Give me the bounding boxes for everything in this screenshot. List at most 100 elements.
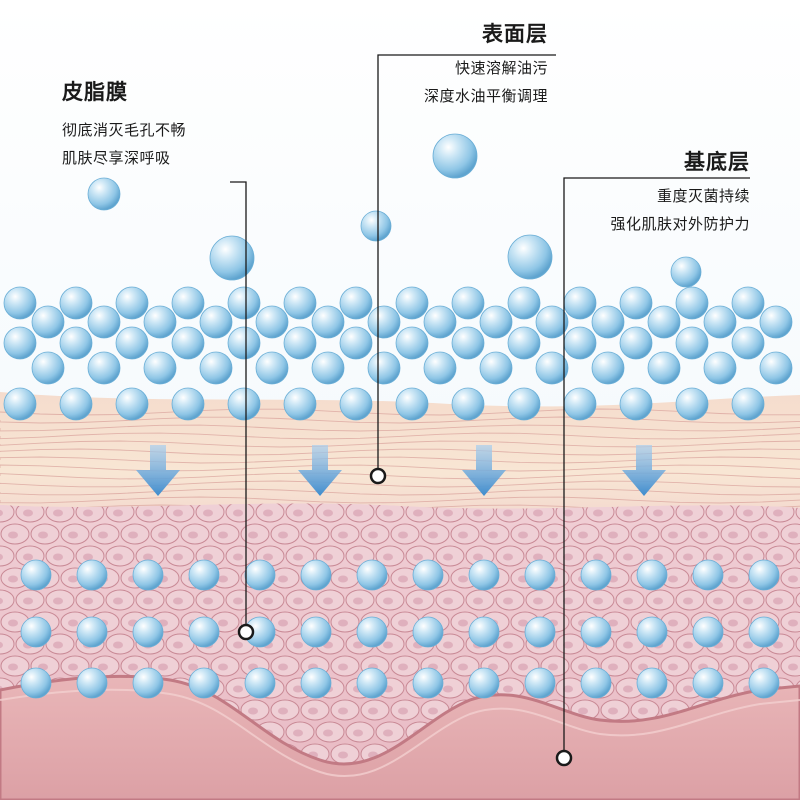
water-bubble-icon [395, 387, 429, 421]
water-bubble-icon [731, 387, 765, 421]
basal-title: 基底层 [684, 150, 750, 174]
water-bubble-icon [692, 559, 724, 591]
water-bubble-icon [675, 286, 709, 320]
cell-nucleus [563, 597, 573, 605]
water-bubble-icon [423, 305, 457, 339]
water-bubble-icon [356, 559, 388, 591]
cell-nucleus [398, 575, 408, 583]
water-bubble-icon [703, 305, 737, 339]
water-bubble-icon [283, 387, 317, 421]
cell-nucleus [533, 553, 543, 561]
cell-nucleus [713, 553, 723, 561]
cell-nucleus [353, 641, 363, 649]
cell-nucleus [653, 509, 663, 517]
water-bubble-icon [432, 133, 478, 179]
water-bubble-icon [199, 305, 233, 339]
water-bubble-icon [244, 559, 276, 591]
cell-nucleus [143, 509, 153, 517]
cell-nucleus [728, 531, 738, 539]
cell-nucleus [443, 641, 453, 649]
water-bubble-icon [535, 351, 569, 385]
cell-nucleus [98, 663, 108, 671]
cell-nucleus [83, 597, 93, 605]
cell-nucleus [323, 553, 333, 561]
water-bubble-icon [227, 326, 261, 360]
sebum-leader-line [230, 181, 247, 632]
water-bubble-icon [244, 667, 276, 699]
water-bubble-icon [619, 326, 653, 360]
water-bubble-icon [367, 305, 401, 339]
water-bubble-icon [748, 616, 780, 648]
surface-texture-line [0, 432, 800, 440]
water-bubble-icon [636, 616, 668, 648]
basal-line-1: 重度灭菌持续 [656, 187, 750, 205]
cell-nucleus [713, 597, 723, 605]
skin-cell [795, 503, 800, 523]
water-bubble-icon [580, 616, 612, 648]
cell-nucleus [0, 641, 3, 649]
cell-nucleus [278, 575, 288, 583]
water-bubble-icon [3, 387, 37, 421]
surface-texture-line [0, 440, 800, 448]
surface-texture-line [0, 496, 800, 504]
cell-nucleus [8, 531, 18, 539]
cell-nucleus [638, 531, 648, 539]
skin-cell [0, 545, 15, 567]
cell-nucleus [503, 509, 513, 517]
cell-nucleus [368, 707, 378, 715]
cell-nucleus [668, 575, 678, 583]
water-bubble-icon [367, 351, 401, 385]
cell-nucleus [158, 663, 168, 671]
water-bubble-icon [670, 256, 702, 288]
cell-nucleus [503, 597, 513, 605]
cell-nucleus [233, 553, 243, 561]
cell-nucleus [788, 619, 798, 627]
cell-nucleus [8, 575, 18, 583]
cell-nucleus [623, 509, 633, 517]
cell-nucleus [368, 531, 378, 539]
cell-nucleus [218, 531, 228, 539]
cell-nucleus [68, 575, 78, 583]
water-bubble-icon [468, 616, 500, 648]
water-bubble-icon [31, 351, 65, 385]
cell-nucleus [683, 641, 693, 649]
skin-cell [0, 633, 15, 655]
cell-nucleus [758, 531, 768, 539]
cell-nucleus [683, 597, 693, 605]
cell-nucleus [68, 663, 78, 671]
cell-nucleus [293, 641, 303, 649]
cell-nucleus [128, 531, 138, 539]
cell-nucleus [83, 509, 93, 517]
cell-nucleus [698, 531, 708, 539]
surface-leader-line [377, 54, 556, 476]
cell-nucleus [338, 663, 348, 671]
cell-nucleus [608, 531, 618, 539]
cell-nucleus [563, 685, 573, 693]
water-bubble-icon [468, 559, 500, 591]
cell-nucleus [308, 531, 318, 539]
surface-texture-line [0, 424, 800, 432]
water-bubble-icon [451, 326, 485, 360]
surface-texture-line [0, 480, 800, 488]
cell-nucleus [353, 553, 363, 561]
cell-nucleus [593, 553, 603, 561]
cell-nucleus [353, 509, 363, 517]
surface-title: 表面层 [482, 22, 548, 46]
cell-nucleus [653, 553, 663, 561]
water-bubble-icon [132, 559, 164, 591]
cell-nucleus [338, 751, 348, 759]
water-bubble-icon [507, 387, 541, 421]
cell-nucleus [563, 553, 573, 561]
water-bubble-icon [283, 326, 317, 360]
cell-nucleus [128, 663, 138, 671]
skin-cell [0, 503, 15, 523]
water-bubble-icon [759, 351, 793, 385]
cell-nucleus [293, 685, 303, 693]
surface-texture-line [0, 416, 800, 424]
water-bubble-icon [311, 305, 345, 339]
water-bubble-icon [87, 351, 121, 385]
water-bubble-icon [339, 326, 373, 360]
cell-nucleus [188, 663, 198, 671]
